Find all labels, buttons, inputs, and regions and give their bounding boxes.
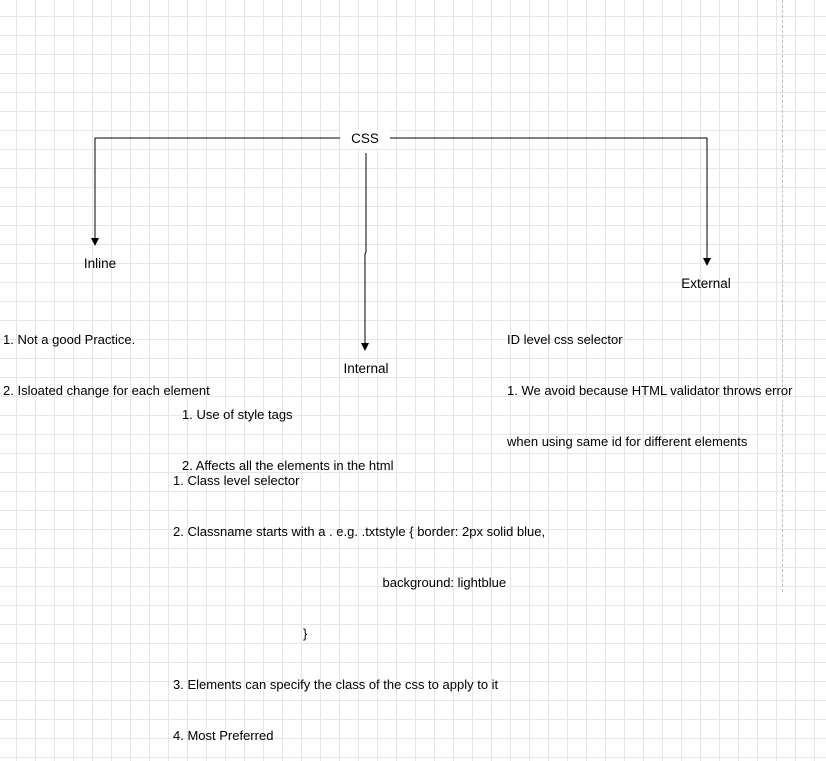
external-note-line: ID level css selector <box>507 332 623 347</box>
internal-detail-line: 4. Most Preferred <box>173 728 274 743</box>
external-note-line: 1. We avoid because HTML validator throw… <box>507 383 793 398</box>
edge-css-internal[interactable] <box>361 153 369 351</box>
internal-detail-line: 3. Elements can specify the class of the… <box>173 677 499 692</box>
diagram-edges <box>91 137 711 351</box>
node-internal[interactable]: Internal <box>343 361 389 376</box>
external-note-line: when using same id for different element… <box>507 434 748 449</box>
node-css[interactable]: CSS <box>340 129 390 148</box>
internal-note-line: 2. Affects all the elements in the html <box>182 458 394 473</box>
inline-note-line: 2. Isloated change for each element <box>3 383 210 398</box>
internal-detail-line: 1. Class level selector <box>173 473 300 488</box>
internal-notes[interactable]: 1. Use of style tags 2. Affects all the … <box>182 372 394 491</box>
external-notes[interactable]: ID level css selector 1. We avoid becaus… <box>507 297 792 467</box>
edge-css-inline[interactable] <box>91 137 340 246</box>
inline-notes[interactable]: 1. Not a good Practice. 2. Isloated chan… <box>3 297 210 416</box>
internal-detail-line: 2. Classname starts with a . e.g. .txtst… <box>173 524 546 539</box>
internal-details[interactable]: 1. Class level selector 2. Classname sta… <box>173 438 545 761</box>
edge-css-external[interactable] <box>390 137 711 266</box>
node-inline[interactable]: Inline <box>83 256 117 271</box>
internal-detail-line: } <box>173 626 308 641</box>
internal-note-line: 1. Use of style tags <box>182 407 293 422</box>
page-break-line <box>782 0 783 592</box>
node-external[interactable]: External <box>681 276 731 291</box>
inline-note-line: 1. Not a good Practice. <box>3 332 136 347</box>
internal-detail-line: background: lightblue <box>173 575 507 590</box>
